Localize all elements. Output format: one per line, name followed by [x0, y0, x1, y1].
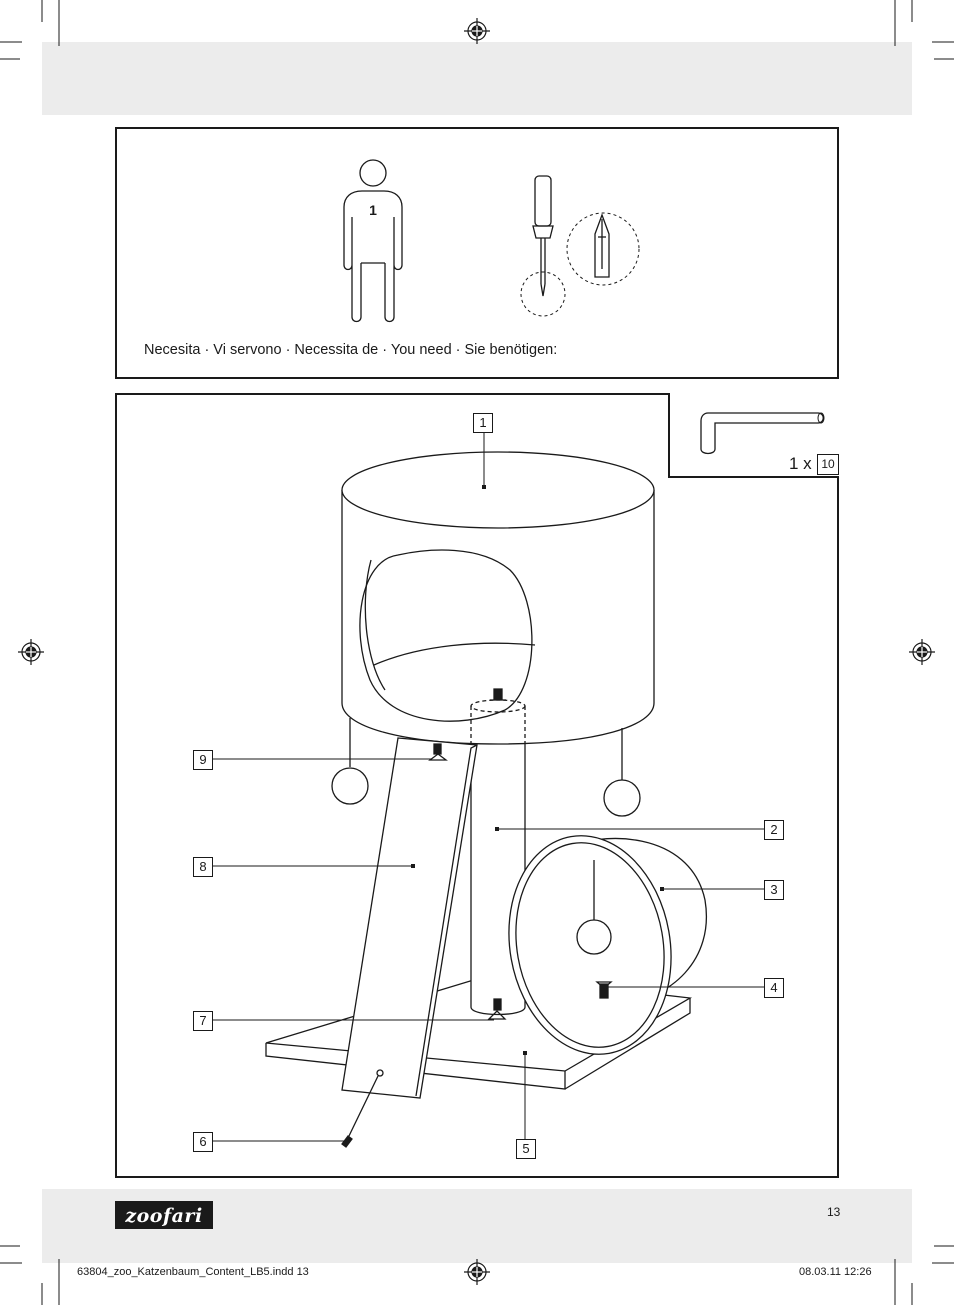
- bit-tip-highlight: [520, 271, 566, 317]
- cat-bed: [331, 451, 655, 817]
- requirements-panel: 1 Necesita · Vi servono · Necessita de ·…: [115, 127, 839, 379]
- part-number-3: 3: [764, 880, 784, 900]
- page-number: 13: [827, 1205, 841, 1219]
- date-time-slug: 08.03.11 12:26: [799, 1266, 872, 1278]
- hex-key-box: 1 x 10: [668, 393, 839, 478]
- part-number-4: 4: [764, 978, 784, 998]
- screw-top: [490, 688, 506, 701]
- phillips-bit-icon: [594, 213, 610, 278]
- part-number-5: 5: [516, 1139, 536, 1159]
- bit-detail-callout: [566, 212, 640, 286]
- tunnel: [508, 835, 707, 1055]
- screwdriver-icon: [532, 175, 554, 297]
- part-number-9: 9: [193, 750, 213, 770]
- registration-mark-icon: [464, 1259, 490, 1285]
- registration-mark-icon: [909, 639, 935, 665]
- part-number-6: 6: [193, 1132, 213, 1152]
- part-number-10: 10: [817, 454, 839, 475]
- screw-9: [428, 743, 448, 761]
- registration-mark-icon: [18, 639, 44, 665]
- person-icon: [343, 159, 403, 323]
- requirements-illustration: [343, 159, 640, 323]
- part-number-2: 2: [764, 820, 784, 840]
- you-need-text: Necesita · Vi servono · Necessita de · Y…: [144, 342, 558, 358]
- part-number-1: 1: [473, 413, 493, 433]
- brand-logo: zoofari: [115, 1201, 213, 1229]
- part-number-7: 7: [193, 1011, 213, 1031]
- person-count: 1: [369, 202, 377, 218]
- file-name-slug: 63804_zoo_Katzenbaum_Content_LB5.indd 13: [77, 1266, 309, 1278]
- registration-mark-icon: [464, 18, 490, 44]
- hex-key-quantity: 1 x: [789, 454, 812, 473]
- ramp-board: [341, 737, 478, 1099]
- hex-key-icon: [700, 412, 825, 455]
- top-gray-band: [42, 42, 912, 115]
- part-number-8: 8: [193, 857, 213, 877]
- screw-7: [487, 998, 507, 1020]
- screw-6: [341, 1075, 379, 1148]
